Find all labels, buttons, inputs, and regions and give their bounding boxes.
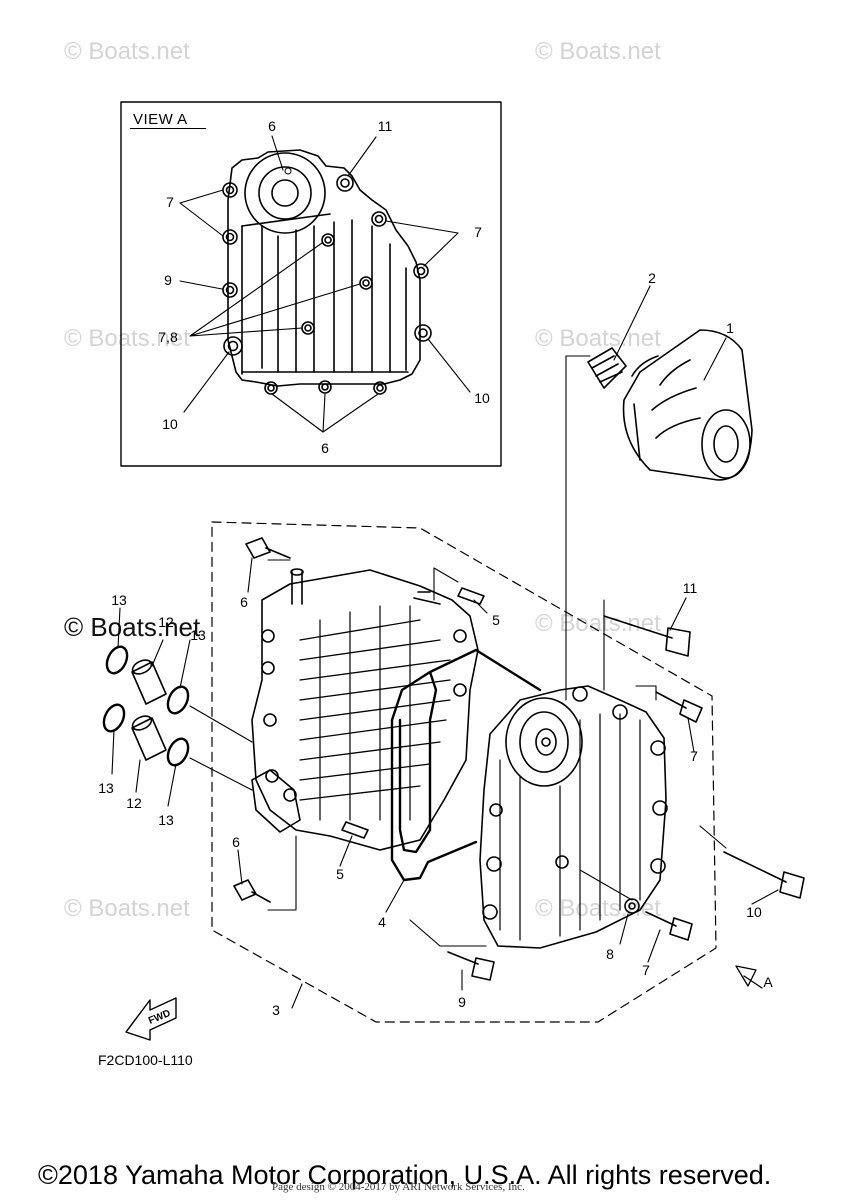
part-callout: 13 — [158, 812, 174, 828]
part-callout: A — [763, 974, 773, 990]
part-callout: 6 — [232, 834, 240, 850]
view-a-boss — [258, 166, 312, 220]
part-callout: 2 — [648, 270, 656, 286]
view-a-frame — [120, 101, 502, 467]
part-callout: 3 — [272, 1002, 280, 1018]
assembly-guides — [189, 559, 727, 947]
crankcase-cover — [251, 568, 479, 851]
view-callout: 9 — [164, 272, 172, 288]
view-a-boss — [284, 167, 292, 175]
part-callout: 12 — [158, 614, 174, 630]
view-a-cover — [227, 149, 421, 387]
view-callout: 7 — [166, 194, 174, 210]
assembly-dashed-outline — [211, 521, 717, 1023]
view-a-boss — [244, 152, 326, 234]
page-design-notice: Page design © 2004-2017 by ARI Network S… — [272, 1181, 525, 1193]
fwd-arrow — [125, 997, 177, 1041]
watermark: © Boats.net — [535, 38, 661, 65]
view-a-title: VIEW A — [133, 111, 188, 128]
part-callout: 13 — [98, 780, 114, 796]
view-callout: 7,8 — [158, 329, 178, 345]
breather-pipe — [291, 571, 303, 605]
part-callout: 1 — [726, 320, 734, 336]
watermark-dark: © Boats.net — [64, 612, 201, 642]
oil-filter — [622, 329, 753, 481]
view-a-title-underline — [130, 128, 206, 129]
dowel-pin — [341, 821, 369, 839]
part-leaders — [111, 285, 779, 1009]
collars — [131, 659, 167, 761]
part-callout: 5 — [492, 612, 500, 628]
view-callout: 11 — [377, 118, 393, 134]
watermark: © Boats.net — [535, 325, 661, 352]
view-callout: 6 — [268, 118, 276, 134]
dowel-pin — [457, 587, 485, 605]
part-callout: 5 — [336, 866, 344, 882]
view-a-rib — [241, 213, 409, 373]
watermark: © Boats.net — [64, 895, 190, 922]
watermark: © Boats.net — [535, 610, 661, 637]
part-callout: 13 — [190, 627, 206, 643]
fwd-text: FWD — [147, 1008, 172, 1027]
watermark: © Boats.net — [64, 325, 190, 352]
diagram-code: F2CD100-L110 — [98, 1052, 193, 1068]
view-callout: 10 — [162, 416, 178, 432]
part-callout: 13 — [111, 592, 127, 608]
view-callout: 6 — [321, 440, 329, 456]
part-callout: 11 — [682, 580, 698, 596]
part-callout: 8 — [606, 946, 614, 962]
part-callout: 12 — [126, 795, 142, 811]
filter-cover — [479, 685, 668, 949]
o-rings — [102, 645, 190, 767]
part-callout: 7 — [690, 748, 698, 764]
part-callout: 6 — [240, 594, 248, 610]
part-callout: 9 — [458, 994, 466, 1010]
view-callout: 7 — [474, 224, 482, 240]
bolts — [233, 537, 805, 981]
view-a-boss — [271, 179, 299, 207]
union-bolt — [587, 347, 627, 389]
part-callout: 10 — [746, 904, 762, 920]
copyright-notice: ©2018 Yamaha Motor Corporation, U.S.A. A… — [38, 1160, 772, 1190]
part-callout: 7 — [642, 962, 650, 978]
gasket — [390, 648, 542, 882]
view-a-bolt-holes — [222, 174, 432, 395]
view-a-leaders — [179, 135, 471, 433]
view-a-arrow — [735, 965, 763, 989]
watermark: © Boats.net — [64, 38, 190, 65]
part-callout: 4 — [378, 914, 386, 930]
view-callout: 10 — [474, 390, 490, 406]
